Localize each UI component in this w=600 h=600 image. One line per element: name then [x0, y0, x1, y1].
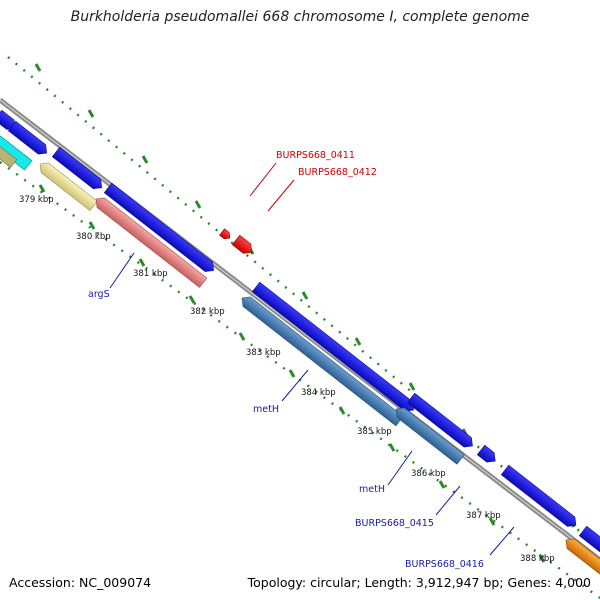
tick-label: 379 kbp: [19, 195, 54, 205]
reverse-strand-genes: [0, 135, 600, 583]
gene-label-burps668-0415[interactable]: BURPS668_0415: [355, 518, 434, 529]
gene-label-burps668-0412[interactable]: BURPS668_0412: [298, 167, 377, 178]
tick-label: 388 kbp: [520, 554, 555, 564]
tick-label: 385 kbp: [357, 427, 392, 437]
gene-label-args[interactable]: argS: [88, 289, 110, 300]
tick-label: 383 kbp: [246, 348, 281, 358]
tick-label: 381 kbp: [133, 269, 168, 279]
gene-label-burps668-0416[interactable]: BURPS668_0416: [405, 559, 484, 570]
rna-genes: [219, 228, 253, 254]
label-leader-lines: [109, 162, 515, 556]
kbp-tick-labels: 379 kbp 380 kbp 381 kbp 382 kbp 383 kbp …: [19, 195, 555, 564]
gene-label-meth[interactable]: metH: [253, 404, 279, 415]
tick-label: 382 kbp: [190, 307, 225, 317]
tick-label: 384 kbp: [301, 388, 336, 398]
map-title: Burkholderia pseudomallei 668 chromosome…: [70, 9, 530, 25]
tick-label: 380 kbp: [76, 232, 111, 242]
topology-summary: Topology: circular; Length: 3,912,947 bp…: [247, 575, 591, 590]
gene-labels: BURPS668_0411 BURPS668_0412 argS metH me…: [88, 150, 484, 570]
gene-label-meth[interactable]: metH: [359, 484, 385, 495]
gene-label-burps668-0411[interactable]: BURPS668_0411: [276, 150, 355, 161]
tick-label: 386 kbp: [411, 469, 446, 479]
forward-strand-genes: [0, 109, 600, 561]
accession-label: Accession: NC_009074: [9, 575, 152, 590]
tick-label: 387 kbp: [466, 511, 501, 521]
